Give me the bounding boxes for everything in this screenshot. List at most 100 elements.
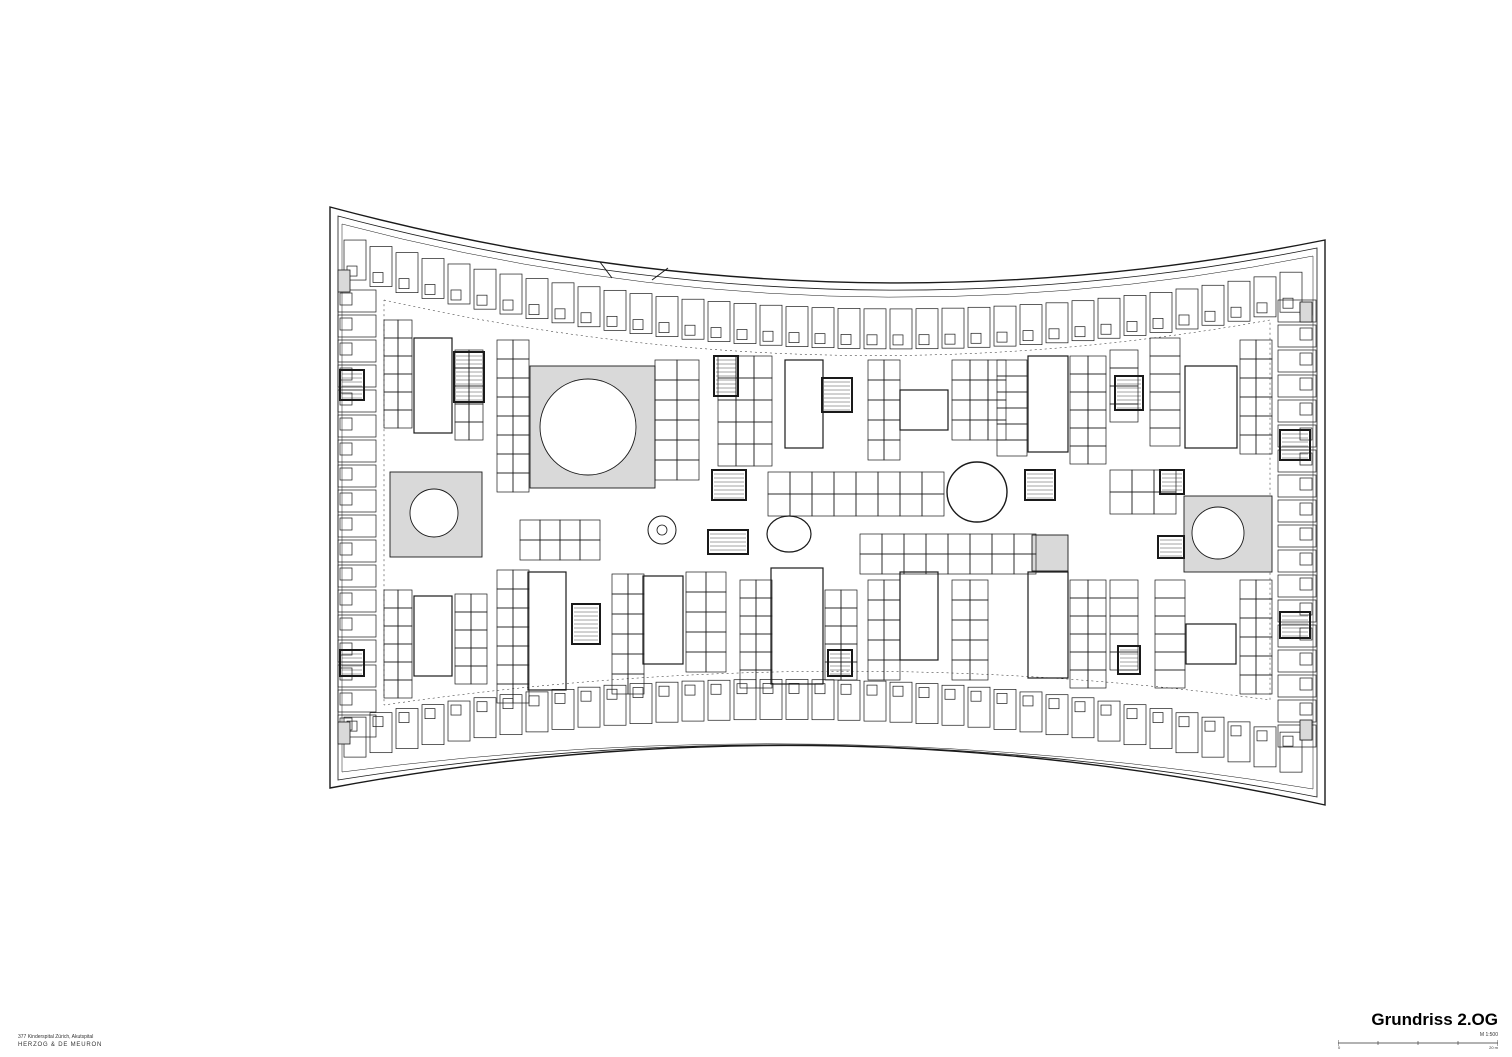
right-patient-room [1277,599,1317,623]
room-block-nw2 [454,421,470,441]
bottom-room-bathroom [658,685,670,697]
room-block-s6 [883,579,901,601]
room-block-nw [397,409,413,429]
room-block-s3 [685,631,707,653]
room-block-central-north [899,493,923,517]
room-block-central-south [859,553,883,575]
room-block-n6 [996,375,1028,393]
top-patient-room [811,307,835,349]
office-credit: HERZOG & DE MEURON [18,1042,103,1048]
left-room-bathroom [339,492,353,506]
inner-patio [642,575,684,665]
right-patient-room [1277,499,1317,523]
room-block-central-south [903,553,927,575]
room-block-s8 [1087,633,1107,653]
top-room-bathroom [736,329,748,340]
right-patient-room [1277,524,1317,548]
room-block-ne [1149,373,1181,393]
room-block-west-corridor [579,519,601,541]
top-patient-room [863,308,887,350]
room-block-nw [397,373,413,393]
bottom-room-bathroom [762,683,774,694]
top-room-bathroom [814,333,826,345]
bottom-patient-room [785,679,809,720]
room-block-n2 [654,419,678,441]
right-patient-room [1277,299,1317,323]
drawing-title: Grundriss 2.OG [1371,1010,1498,1029]
top-patient-room [1279,271,1303,313]
stair-core [453,351,485,403]
inner-patio [1027,355,1069,453]
bottom-room-bathroom [502,698,514,710]
room-block-ne2 [1239,339,1257,360]
room-block-nw [383,373,399,393]
left-room-bathroom [339,617,353,631]
room-block-n1 [496,472,514,493]
courtyard-east-light-well [1191,506,1245,560]
top-patient-room [1123,295,1147,336]
stair-core [1114,375,1144,411]
room-block-n1 [496,377,514,398]
bottom-room-bathroom [814,683,826,695]
room-block-central-south [903,533,927,555]
room-block-s8 [1069,597,1089,617]
room-block-s1 [512,588,530,609]
room-block-n5 [951,419,971,441]
room-block-n2 [654,379,678,401]
room-block-n6 [996,407,1028,425]
room-block-n2 [676,459,700,481]
room-block-s1 [512,664,530,685]
spiral-stair [647,515,677,545]
right-patient-room [1277,574,1317,598]
room-block-s8 [1069,615,1089,635]
stair-core [1159,469,1185,495]
stair-core [707,529,749,555]
room-block-s4 [739,579,757,599]
top-room-bathroom [1074,326,1086,338]
bottom-patient-room [369,712,393,754]
room-block-n4 [867,359,885,381]
left-room-bathroom [339,342,353,356]
room-block-s4 [755,633,773,653]
room-block-s2 [611,573,629,595]
room-block-central-south [991,533,1015,555]
stair-core [713,355,739,397]
room-block-central-south [1013,553,1037,575]
room-block-ne2 [1255,339,1273,360]
courtyard-small [1031,534,1069,572]
room-block-s7 [951,639,971,661]
room-block-n7 [1069,391,1089,411]
top-patient-room [889,308,913,350]
top-patient-room [1227,280,1251,322]
room-block-sw [383,625,399,645]
room-block-s4 [739,597,757,617]
scale-bar-end-label: 20 m [1489,1045,1498,1050]
stair-core [821,377,853,413]
right-patient-room [1277,699,1317,723]
room-block-ne [1149,391,1181,411]
room-block-n7 [1087,409,1107,429]
bottom-patient-room [473,697,497,739]
room-block-n3 [717,421,737,445]
top-patient-room [447,263,471,305]
top-room-bathroom [840,334,852,345]
room-block-se2 [1255,579,1273,600]
top-room-bathroom [788,332,800,343]
room-block-west-corridor [559,539,581,561]
room-block-s5 [840,643,858,663]
room-block-ne2 [1255,396,1273,417]
inner-patio [899,389,949,431]
room-block-s6 [883,599,901,621]
room-block-n1 [496,415,514,436]
room-block-s7 [969,639,989,661]
bottom-patient-room [1149,708,1173,749]
courtyard-west-light-well [409,488,459,538]
left-patient-room [337,414,377,438]
top-room-bathroom [1178,314,1190,326]
inner-patio [899,571,939,661]
left-room-bathroom [339,592,353,606]
bottom-room-bathroom [1256,730,1268,742]
top-patient-room [1201,284,1225,326]
room-block-s8 [1087,597,1107,617]
